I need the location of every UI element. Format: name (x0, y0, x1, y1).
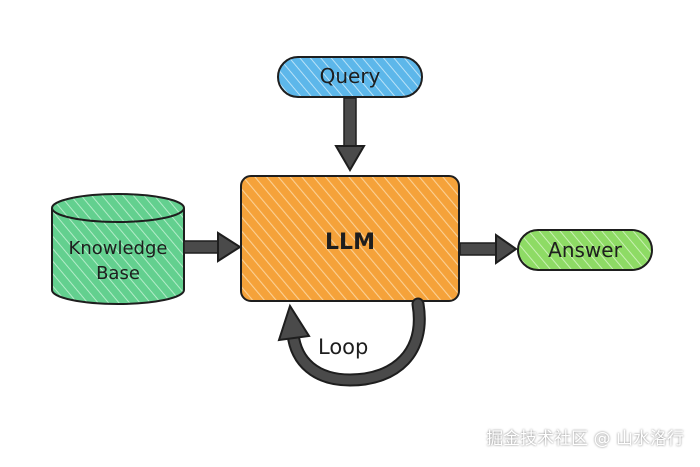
answer-label: Answer (548, 238, 622, 262)
watermark: 掘金技术社区 @ 山水洛行 (486, 429, 684, 449)
answer-node (517, 229, 653, 271)
arrow-query-to-llm (334, 97, 366, 172)
query-node (277, 56, 423, 98)
loop-label: Loop (318, 335, 369, 359)
llm-node (240, 175, 460, 302)
arrow-kb-to-llm (183, 231, 242, 263)
loop-arrow (277, 297, 426, 387)
arrow-llm-to-answer (459, 233, 518, 265)
query-label: Query (319, 64, 381, 88)
knowledge-base-label: Knowledge Base (68, 238, 168, 284)
knowledge-base-node (51, 193, 185, 305)
llm-label: LLM (325, 230, 375, 255)
